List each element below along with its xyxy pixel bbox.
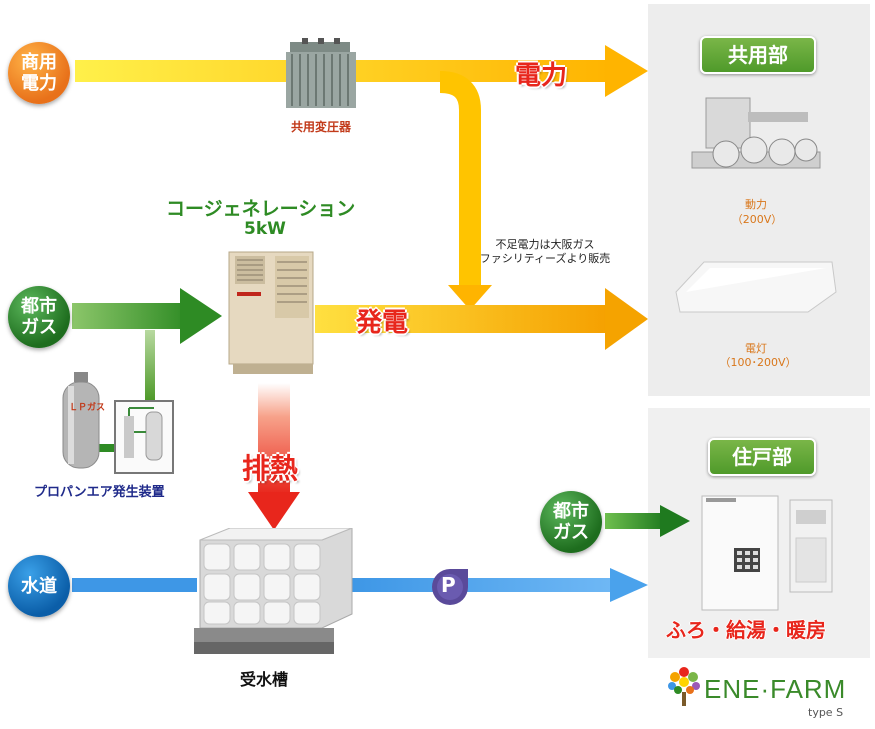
propane-line — [97, 330, 155, 452]
exhaust-heat-arrow — [248, 383, 300, 530]
ceiling-light-image — [672, 258, 840, 314]
purchased-power-branch-arrow — [439, 71, 492, 310]
generation-flow-label: 発電 — [356, 308, 409, 338]
enefarm-hot-water-unit-image — [788, 498, 834, 594]
transformer-label: 共用変圧器 — [290, 120, 351, 134]
note-line1: 不足電力は大阪ガス — [495, 238, 595, 251]
cogen-title: コージェネレーション — [166, 198, 356, 220]
water-tank-label: 受水槽 — [240, 670, 289, 689]
lp-gas-label: ＬＰガス — [69, 403, 106, 413]
light-label: 電灯 — [745, 342, 767, 355]
enefarm-brand-text: ENE·FARM — [704, 674, 847, 704]
purchased-power-note: 不足電力は大阪ガス ファシリティーズより販売 — [470, 238, 620, 266]
water-arrow — [72, 568, 648, 602]
residence-uses-label: ふろ・給湯・暖房 — [666, 618, 826, 642]
note-line2: ファシリティーズより販売 — [479, 252, 611, 265]
residence-gas-arrow — [605, 505, 690, 537]
commercial-power-badge: 商用 電力 — [8, 42, 70, 104]
propane-air-generator-image — [114, 400, 174, 474]
light-voltage: （100･200V） — [719, 356, 797, 369]
residence-city-gas-badge: 都市 ガス — [540, 491, 602, 553]
common-area-title: 共用部 — [700, 36, 816, 74]
pump-symbol: P — [441, 573, 456, 597]
exhaust-heat-label: 排熱 — [242, 452, 299, 485]
cogen-capacity: 5kW — [244, 219, 286, 239]
enefarm-fuel-cell-image — [700, 494, 780, 612]
city-gas-badge: 都市 ガス — [8, 286, 70, 348]
propane-air-label: プロパンエア発生装置 — [34, 485, 165, 500]
lp-gas-cylinder-image — [60, 372, 102, 472]
residence-title: 住戸部 — [708, 438, 816, 476]
water-badge: 水道 — [8, 555, 70, 617]
cogen-unit-image — [225, 248, 317, 380]
pump-icon — [428, 565, 472, 609]
power-flow-label: 電力 — [515, 61, 568, 91]
city-gas-arrow — [72, 288, 222, 344]
water-tank-image — [192, 527, 356, 660]
motor-voltage: （200V） — [731, 213, 783, 226]
enefarm-type: type S — [808, 706, 844, 719]
generation-arrow — [315, 288, 648, 350]
pump-unit-image — [686, 92, 826, 180]
transformer-image — [282, 38, 360, 114]
motor-label: 動力 — [745, 198, 767, 211]
enefarm-tree-logo — [666, 664, 702, 708]
